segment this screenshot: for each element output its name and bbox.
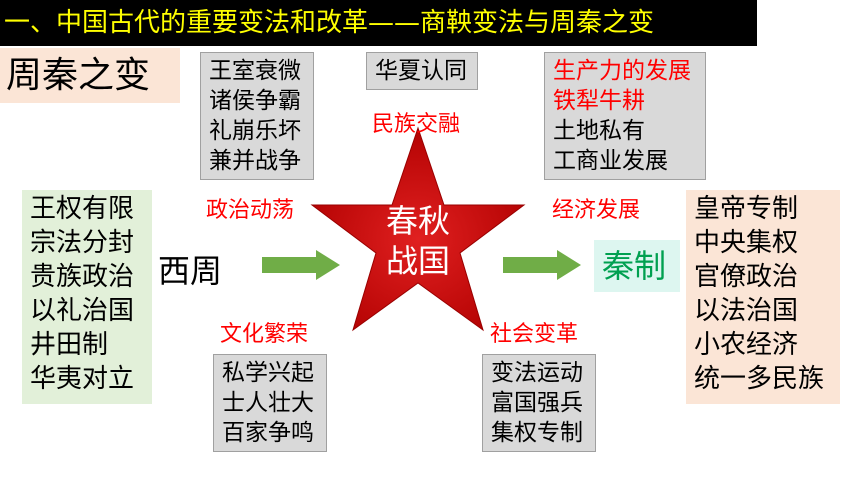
xizhou-feature: 井田制 <box>30 330 109 360</box>
culture-item: 百家争鸣 <box>222 420 314 446</box>
arrow-right <box>503 250 581 280</box>
xizhou-feature: 王权有限 <box>30 194 135 224</box>
politics-item: 诸侯争霸 <box>209 88 301 114</box>
economy-label: 经济发展 <box>552 198 641 223</box>
politics-item: 礼崩乐坏 <box>209 118 301 144</box>
nation-label: 民族交融 <box>372 112 461 137</box>
star-shape <box>310 126 526 332</box>
economy-item-highlight: 铁犁牛耕 <box>553 88 645 114</box>
society-label: 社会变革 <box>490 322 579 347</box>
topic-heading: 周秦之变 <box>0 48 180 103</box>
qin-feature: 统一多民族 <box>694 364 825 394</box>
nation-box: 华夏认同 <box>366 52 478 90</box>
arrow-left <box>262 250 340 280</box>
society-box: 变法运动 富国强兵 集权专制 <box>482 354 596 452</box>
star-label-line1: 春秋 <box>385 202 450 240</box>
economy-item-highlight: 生产力的发展 <box>553 58 691 84</box>
society-item: 富国强兵 <box>491 390 583 416</box>
xizhou-feature: 华夷对立 <box>30 364 135 394</box>
qin-feature: 以法治国 <box>694 296 799 326</box>
qin-feature: 皇帝专制 <box>694 194 799 224</box>
politics-label: 政治动荡 <box>206 198 295 223</box>
society-item: 集权专制 <box>491 420 583 446</box>
society-item: 变法运动 <box>491 360 583 386</box>
politics-item: 兼并战争 <box>209 148 301 174</box>
qinzhi-label: 秦制 <box>594 240 680 292</box>
qin-feature: 中央集权 <box>694 228 799 258</box>
xizhou-feature: 贵族政治 <box>30 262 135 292</box>
culture-label: 文化繁荣 <box>220 322 309 347</box>
star-label-line2: 战国 <box>385 242 450 280</box>
economy-box: 生产力的发展 铁犁牛耕 土地私有 工商业发展 <box>544 52 706 180</box>
culture-item: 士人壮大 <box>222 390 314 416</box>
culture-box: 私学兴起 士人壮大 百家争鸣 <box>213 354 327 452</box>
xizhou-label: 西周 <box>158 252 223 290</box>
politics-item: 王室衰微 <box>209 58 301 84</box>
qin-feature: 小农经济 <box>694 330 799 360</box>
xizhou-feature: 以礼治国 <box>30 296 135 326</box>
qin-features-box: 皇帝专制 中央集权 官僚政治 以法治国 小农经济 统一多民族 <box>686 190 840 404</box>
economy-item: 土地私有 <box>553 118 645 144</box>
xizhou-features-box: 王权有限 宗法分封 贵族政治 以礼治国 井田制 华夷对立 <box>22 190 152 404</box>
politics-box: 王室衰微 诸侯争霸 礼崩乐坏 兼并战争 <box>200 52 314 180</box>
nation-item: 华夏认同 <box>375 58 467 84</box>
economy-item: 工商业发展 <box>553 148 668 174</box>
page-title: 一、中国古代的重要变法和改革——商鞅变法与周秦之变 <box>0 0 757 46</box>
culture-item: 私学兴起 <box>222 360 314 386</box>
qin-feature: 官僚政治 <box>694 262 799 292</box>
xizhou-feature: 宗法分封 <box>30 228 135 258</box>
